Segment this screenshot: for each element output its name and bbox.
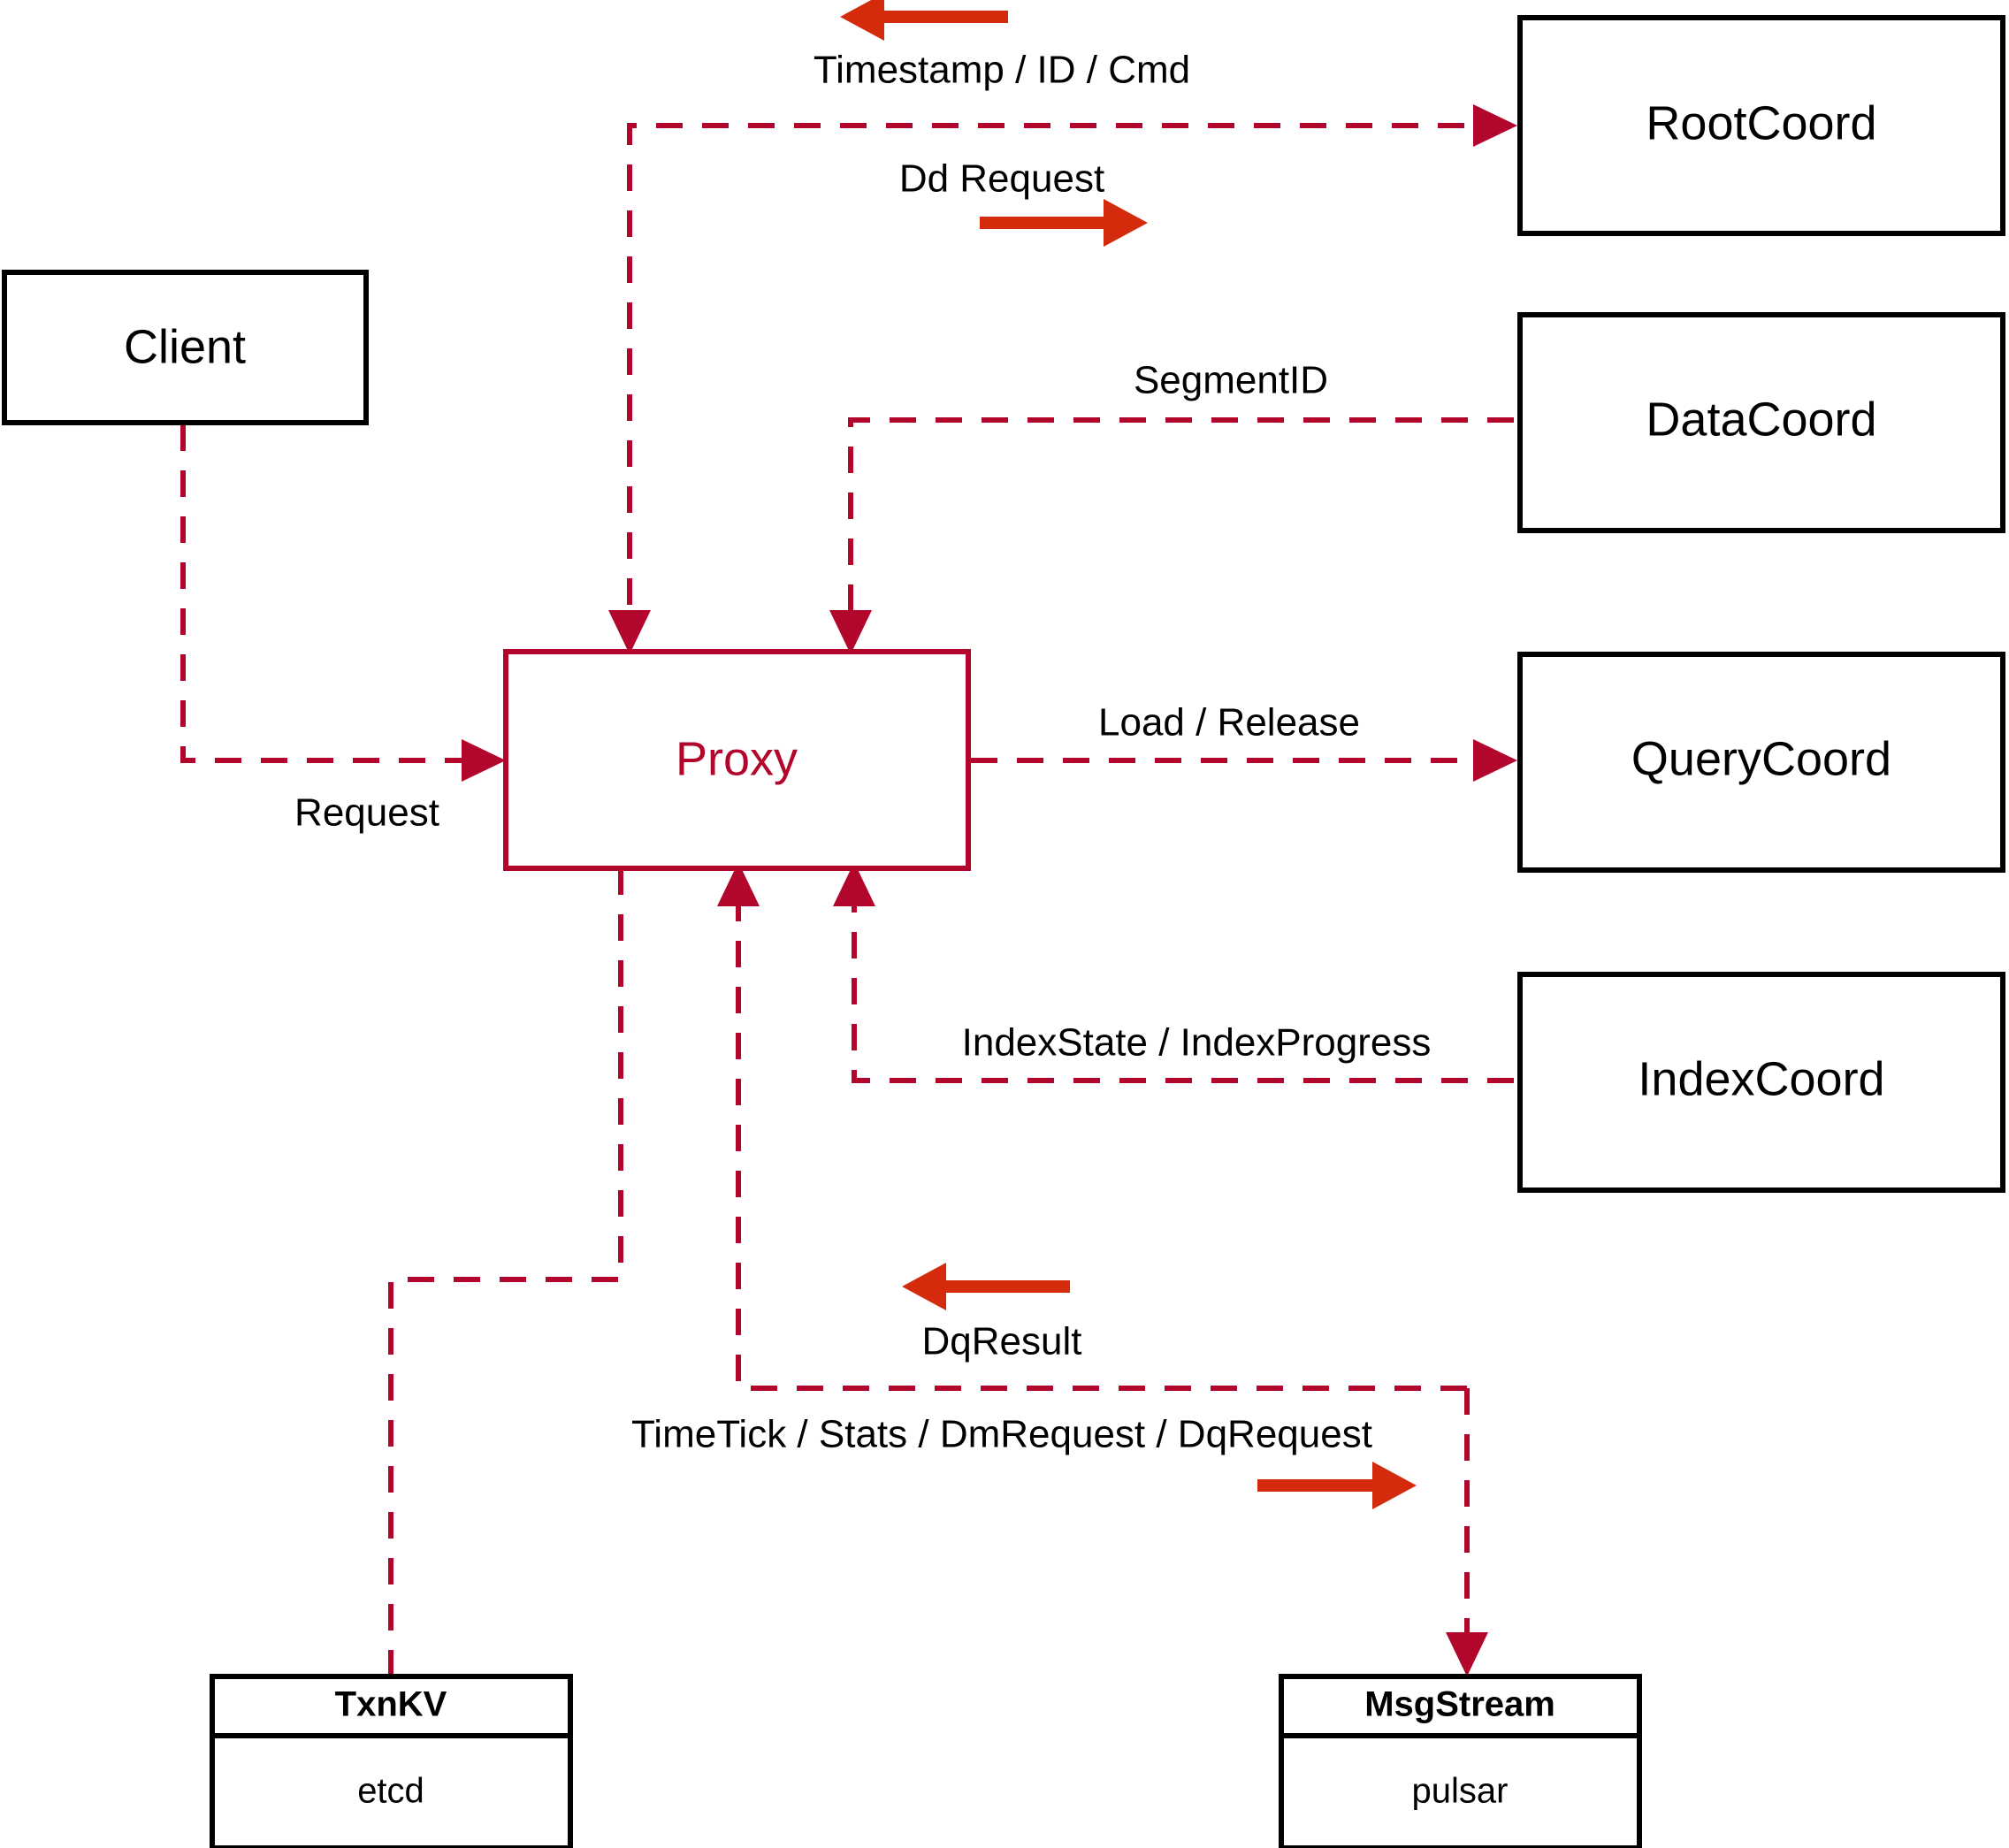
edge-label-request: Request <box>294 791 439 835</box>
node-data-coord-rect[interactable] <box>1517 312 2005 533</box>
node-data-coord-label: DataCoord <box>1646 393 1876 446</box>
node-index-coord[interactable]: IndexCoord <box>1517 972 2005 1193</box>
edge-segment-id-arrowhead <box>829 610 872 654</box>
node-index-coord-label: IndexCoord <box>1638 1052 1884 1105</box>
node-msgstream-rect[interactable] <box>1279 1674 1642 1848</box>
edge-request-path <box>180 424 488 763</box>
edge-timestamp-id-cmd-path <box>627 123 1510 619</box>
edge-dq-result-path <box>736 893 1467 1391</box>
edge-request-arrowhead <box>462 739 506 782</box>
edge-txnkv-path <box>388 868 623 1676</box>
node-txnkv[interactable]: TxnKV etcd <box>210 1674 573 1848</box>
node-txnkv-body: etcd <box>357 1772 424 1811</box>
node-client-rect[interactable] <box>2 270 369 425</box>
edge-dd-request-arrowhead <box>1473 104 1517 147</box>
edge-load-release-arrowhead <box>1473 739 1517 782</box>
direction-arrow-dqresult-left <box>902 1263 1070 1310</box>
node-proxy-rect[interactable] <box>503 649 971 871</box>
node-client[interactable]: Client <box>2 270 369 425</box>
node-txnkv-title: TxnKV <box>335 1685 447 1724</box>
node-txnkv-rect[interactable] <box>210 1674 573 1848</box>
edge-label-timetick-stats: TimeTick / Stats / DmRequest / DqRequest <box>631 1413 1372 1456</box>
node-msgstream[interactable]: MsgStream pulsar <box>1279 1674 1642 1848</box>
node-query-coord-rect[interactable] <box>1517 652 2005 873</box>
edge-label-load-release: Load / Release <box>1098 701 1360 745</box>
node-data-coord[interactable]: DataCoord <box>1517 312 2005 533</box>
direction-arrow-timetick-right <box>1257 1462 1417 1509</box>
node-client-label: Client <box>124 320 246 373</box>
node-msgstream-body: pulsar <box>1412 1772 1509 1811</box>
edge-label-dq-result: DqResult <box>922 1320 1082 1363</box>
edge-label-timestamp-id-cmd: Timestamp / ID / Cmd <box>814 49 1190 92</box>
edge-dq-result-arrowhead <box>717 862 760 906</box>
node-query-coord-label: QueryCoord <box>1631 732 1891 785</box>
direction-arrow-timestamp-left <box>840 0 1008 41</box>
edge-label-index-state-progress: IndexState / IndexProgress <box>962 1021 1432 1065</box>
edge-index-state-path <box>852 893 1514 1083</box>
node-root-coord-label: RootCoord <box>1646 96 1876 149</box>
node-index-coord-rect[interactable] <box>1517 972 2005 1193</box>
edge-timetick-arrowhead <box>1446 1632 1488 1676</box>
direction-arrow-dd-request-right <box>980 199 1148 247</box>
node-root-coord[interactable]: RootCoord <box>1517 15 2005 236</box>
node-msgstream-title: MsgStream <box>1364 1685 1555 1724</box>
node-query-coord[interactable]: QueryCoord <box>1517 652 2005 873</box>
edge-label-dd-request: Dd Request <box>899 157 1104 201</box>
edge-segment-id-path <box>848 417 1514 619</box>
edge-timestamp-id-cmd-arrowhead <box>608 610 651 654</box>
node-root-coord-rect[interactable] <box>1517 15 2005 236</box>
edge-label-segment-id: SegmentID <box>1134 359 1328 402</box>
node-proxy[interactable]: Proxy <box>503 649 971 871</box>
edge-index-state-arrowhead <box>833 862 875 906</box>
node-proxy-label: Proxy <box>676 732 798 785</box>
